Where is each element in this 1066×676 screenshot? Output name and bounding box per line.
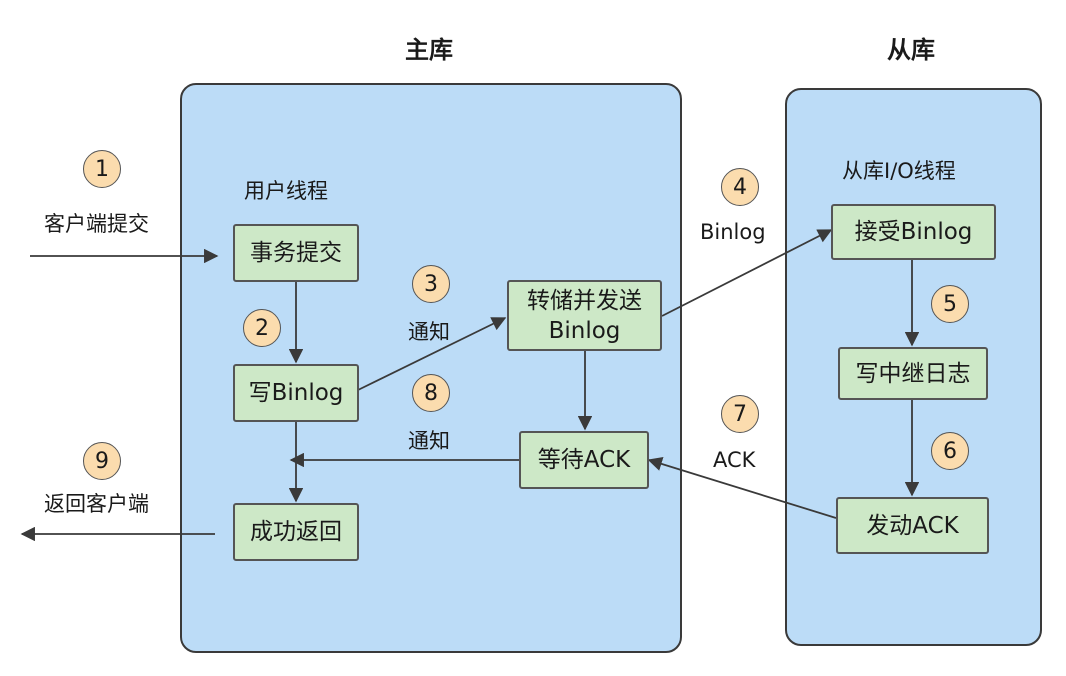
commit-node: 事务提交 [233, 224, 359, 282]
master-title: 主库 [405, 36, 453, 64]
edge-ack-wait [647, 456, 837, 519]
dump-send-line1: 转储并发送 [527, 287, 642, 314]
return-client-label: 返回客户端 [44, 492, 149, 516]
step-badge-4: 4 [721, 168, 759, 206]
notify-dump-label: 通知 [408, 320, 450, 344]
write-binlog-node: 写Binlog [233, 364, 359, 422]
step-badge-5: 5 [931, 285, 969, 323]
write-relay-node: 写中继日志 [838, 347, 988, 400]
ack-edge-label: ACK [713, 448, 756, 472]
user-thread-label: 用户线程 [244, 179, 328, 203]
step-badge-3: 3 [412, 265, 450, 303]
edge-write-dump [357, 317, 507, 391]
step-badge-2: 2 [243, 309, 281, 347]
receive-binlog-node: 接受Binlog [831, 204, 996, 260]
step-badge-6: 6 [931, 432, 969, 470]
slave-title: 从库 [887, 36, 935, 64]
client-commit-label: 客户端提交 [44, 212, 149, 236]
io-thread-label: 从库I/O线程 [842, 159, 956, 183]
step-badge-7: 7 [721, 395, 759, 433]
notify-return-label: 通知 [408, 429, 450, 453]
send-ack-node: 发动ACK [836, 497, 989, 554]
wait-ack-node: 等待ACK [519, 431, 649, 489]
success-return-node: 成功返回 [233, 503, 359, 561]
dump-send-line2: Binlog [548, 317, 621, 344]
binlog-edge-label: Binlog [700, 220, 766, 244]
edge-dump-receive [661, 229, 833, 317]
dump-send-node: 转储并发送 Binlog [507, 280, 662, 351]
step-badge-8: 8 [412, 374, 450, 412]
step-badge-1: 1 [83, 150, 121, 188]
step-badge-9: 9 [83, 442, 121, 480]
